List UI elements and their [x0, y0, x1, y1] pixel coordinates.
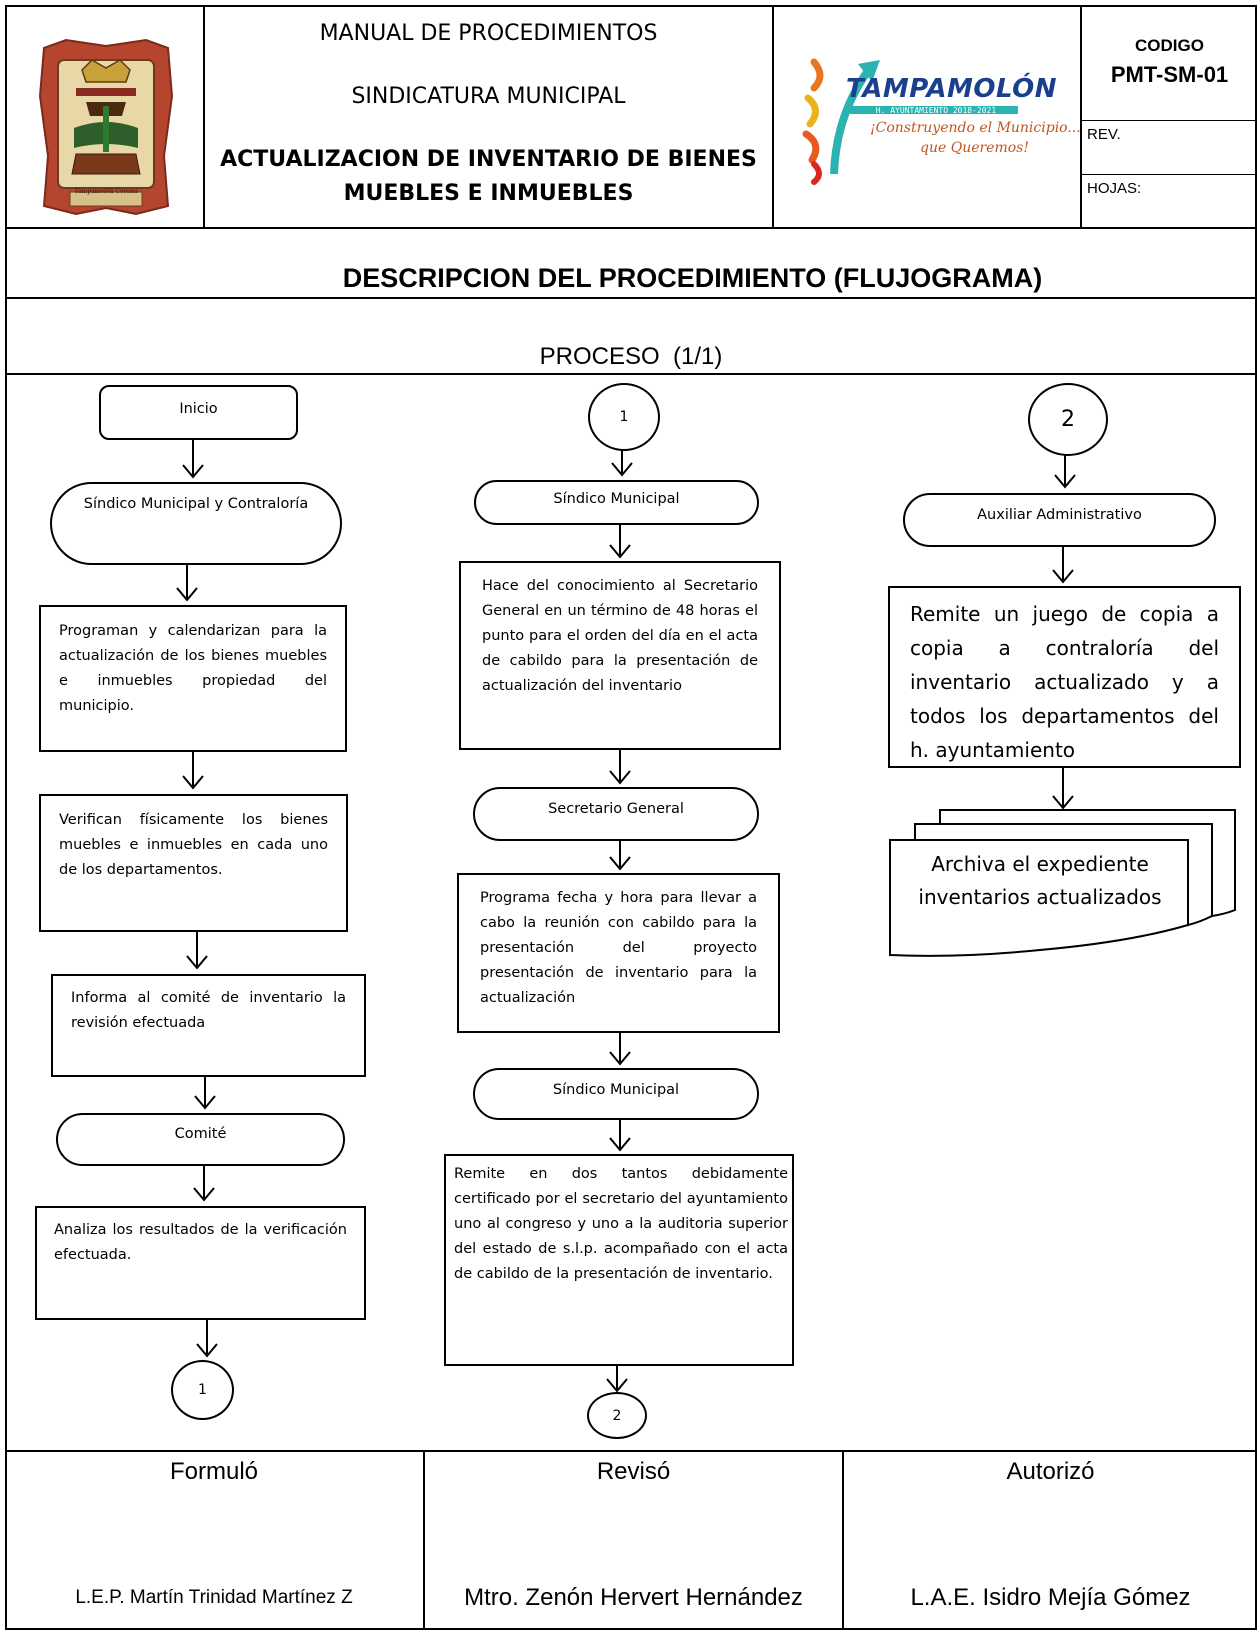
- section-title: DESCRIPCION DEL PROCEDIMIENTO (FLUJOGRAM…: [342, 263, 1043, 293]
- autorizo-label: Autorizó: [1006, 1458, 1095, 1485]
- section-divider: [5, 227, 1257, 229]
- flow-arrow: [186, 932, 208, 970]
- footer-divider: [423, 1450, 425, 1630]
- connector-2-start: 2: [1028, 383, 1108, 456]
- flow-arrow: [611, 450, 633, 477]
- header-divider: [772, 5, 774, 228]
- footer-divider: [842, 1450, 844, 1630]
- section-divider: [5, 373, 1257, 375]
- seal-logo-caption: Tampamolón Corona: [74, 188, 138, 195]
- actor-sindico-contraloria: Síndico Municipal y Contraloría: [50, 482, 342, 565]
- department-name: SINDICATURA MUNICIPAL: [351, 84, 626, 109]
- header-divider: [1080, 174, 1257, 175]
- step-informa: Informa al comité de inventario la revis…: [51, 974, 366, 1077]
- logo-subtitle: H. AYUNTAMIENTO 2018-2021: [875, 106, 997, 115]
- flow-arrow: [193, 1166, 215, 1202]
- document-sheet-front: [889, 839, 1189, 957]
- step-programan: Programan y calendarizan para la actuali…: [39, 605, 347, 752]
- actor-comite: Comité: [56, 1113, 345, 1166]
- start-terminal: Inicio: [99, 385, 298, 440]
- flow-arrow: [606, 1366, 628, 1393]
- flow-arrow: [609, 750, 631, 785]
- flow-arrow: [1054, 455, 1076, 489]
- flow-arrow: [609, 1033, 631, 1066]
- sheets-label: HOJAS:: [1087, 180, 1142, 197]
- flow-arrow: [1052, 547, 1074, 584]
- reviso-name: Mtro. Zenón Hervert Hernández: [464, 1584, 803, 1611]
- code-label: CODIGO: [1135, 36, 1204, 55]
- procedure-title-line2: MUEBLES E INMUEBLES: [343, 181, 634, 206]
- flow-arrow: [1052, 768, 1074, 810]
- formulo-label: Formuló: [169, 1458, 259, 1485]
- step-hace-conocimiento: Hace del conocimiento al Secretario Gene…: [459, 561, 781, 750]
- actor-auxiliar-administrativo: Auxiliar Administrativo: [903, 493, 1216, 547]
- header-divider: [203, 5, 205, 228]
- connector-1-end: 1: [171, 1360, 234, 1420]
- flow-arrow: [196, 1320, 218, 1358]
- logo-slogan-line2: que Queremos!: [920, 140, 1029, 156]
- flow-arrow: [609, 1120, 631, 1152]
- autorizo-name: L.A.E. Isidro Mejía Gómez: [910, 1584, 1191, 1611]
- procedure-title-line1: ACTUALIZACION DE INVENTARIO DE BIENES: [220, 147, 757, 172]
- municipal-seal-logo: Tampamolón Corona: [36, 36, 176, 216]
- flow-arrow: [609, 525, 631, 559]
- logo-slogan-line1: ¡Construyendo el Municipio...: [870, 120, 1081, 136]
- reviso-label: Revisó: [596, 1458, 671, 1485]
- actor-sindico-municipal-2: Síndico Municipal: [473, 1068, 759, 1120]
- actor-sindico-municipal-1: Síndico Municipal: [474, 480, 759, 525]
- logo-name: TAMPAMOLÓN: [846, 74, 1057, 104]
- process-label: PROCESO (1/1): [539, 343, 723, 370]
- actor-secretario-general: Secretario General: [473, 787, 759, 841]
- flow-arrow: [182, 752, 204, 790]
- flow-arrow: [182, 440, 204, 479]
- manual-title: MANUAL DE PROCEDIMIENTOS: [319, 21, 658, 46]
- step-remite-tantos: Remite en dos tantos debidamente certifi…: [444, 1154, 794, 1366]
- document-archiva: Archiva el expediente inventarios actual…: [918, 852, 1162, 909]
- flow-arrow: [176, 565, 198, 602]
- step-remite-copia: Remite un juego de copia a copia a contr…: [888, 586, 1241, 768]
- page-frame: [5, 5, 1257, 1630]
- revision-label: REV.: [1087, 126, 1121, 143]
- tampamolon-logo: TAMPAMOLÓN H. AYUNTAMIENTO 2018-2021 ¡Co…: [800, 54, 1081, 186]
- section-divider: [5, 297, 1257, 299]
- connector-1-start: 1: [588, 383, 660, 451]
- connector-2-end: 2: [587, 1392, 647, 1439]
- header-divider: [1080, 5, 1082, 228]
- step-programa-fecha: Programa fecha y hora para llevar a cabo…: [457, 873, 780, 1033]
- flow-arrow: [194, 1077, 216, 1110]
- flow-arrow: [609, 841, 631, 871]
- code-value: PMT-SM-01: [1110, 62, 1229, 87]
- step-analiza: Analiza los resultados de la verificació…: [35, 1206, 366, 1320]
- step-verifican: Verifican físicamente los bienes muebles…: [39, 794, 348, 932]
- formulo-name: L.E.P. Martín Trinidad Martínez Z: [75, 1587, 353, 1608]
- header-divider: [1080, 120, 1257, 121]
- section-divider: [5, 1450, 1257, 1452]
